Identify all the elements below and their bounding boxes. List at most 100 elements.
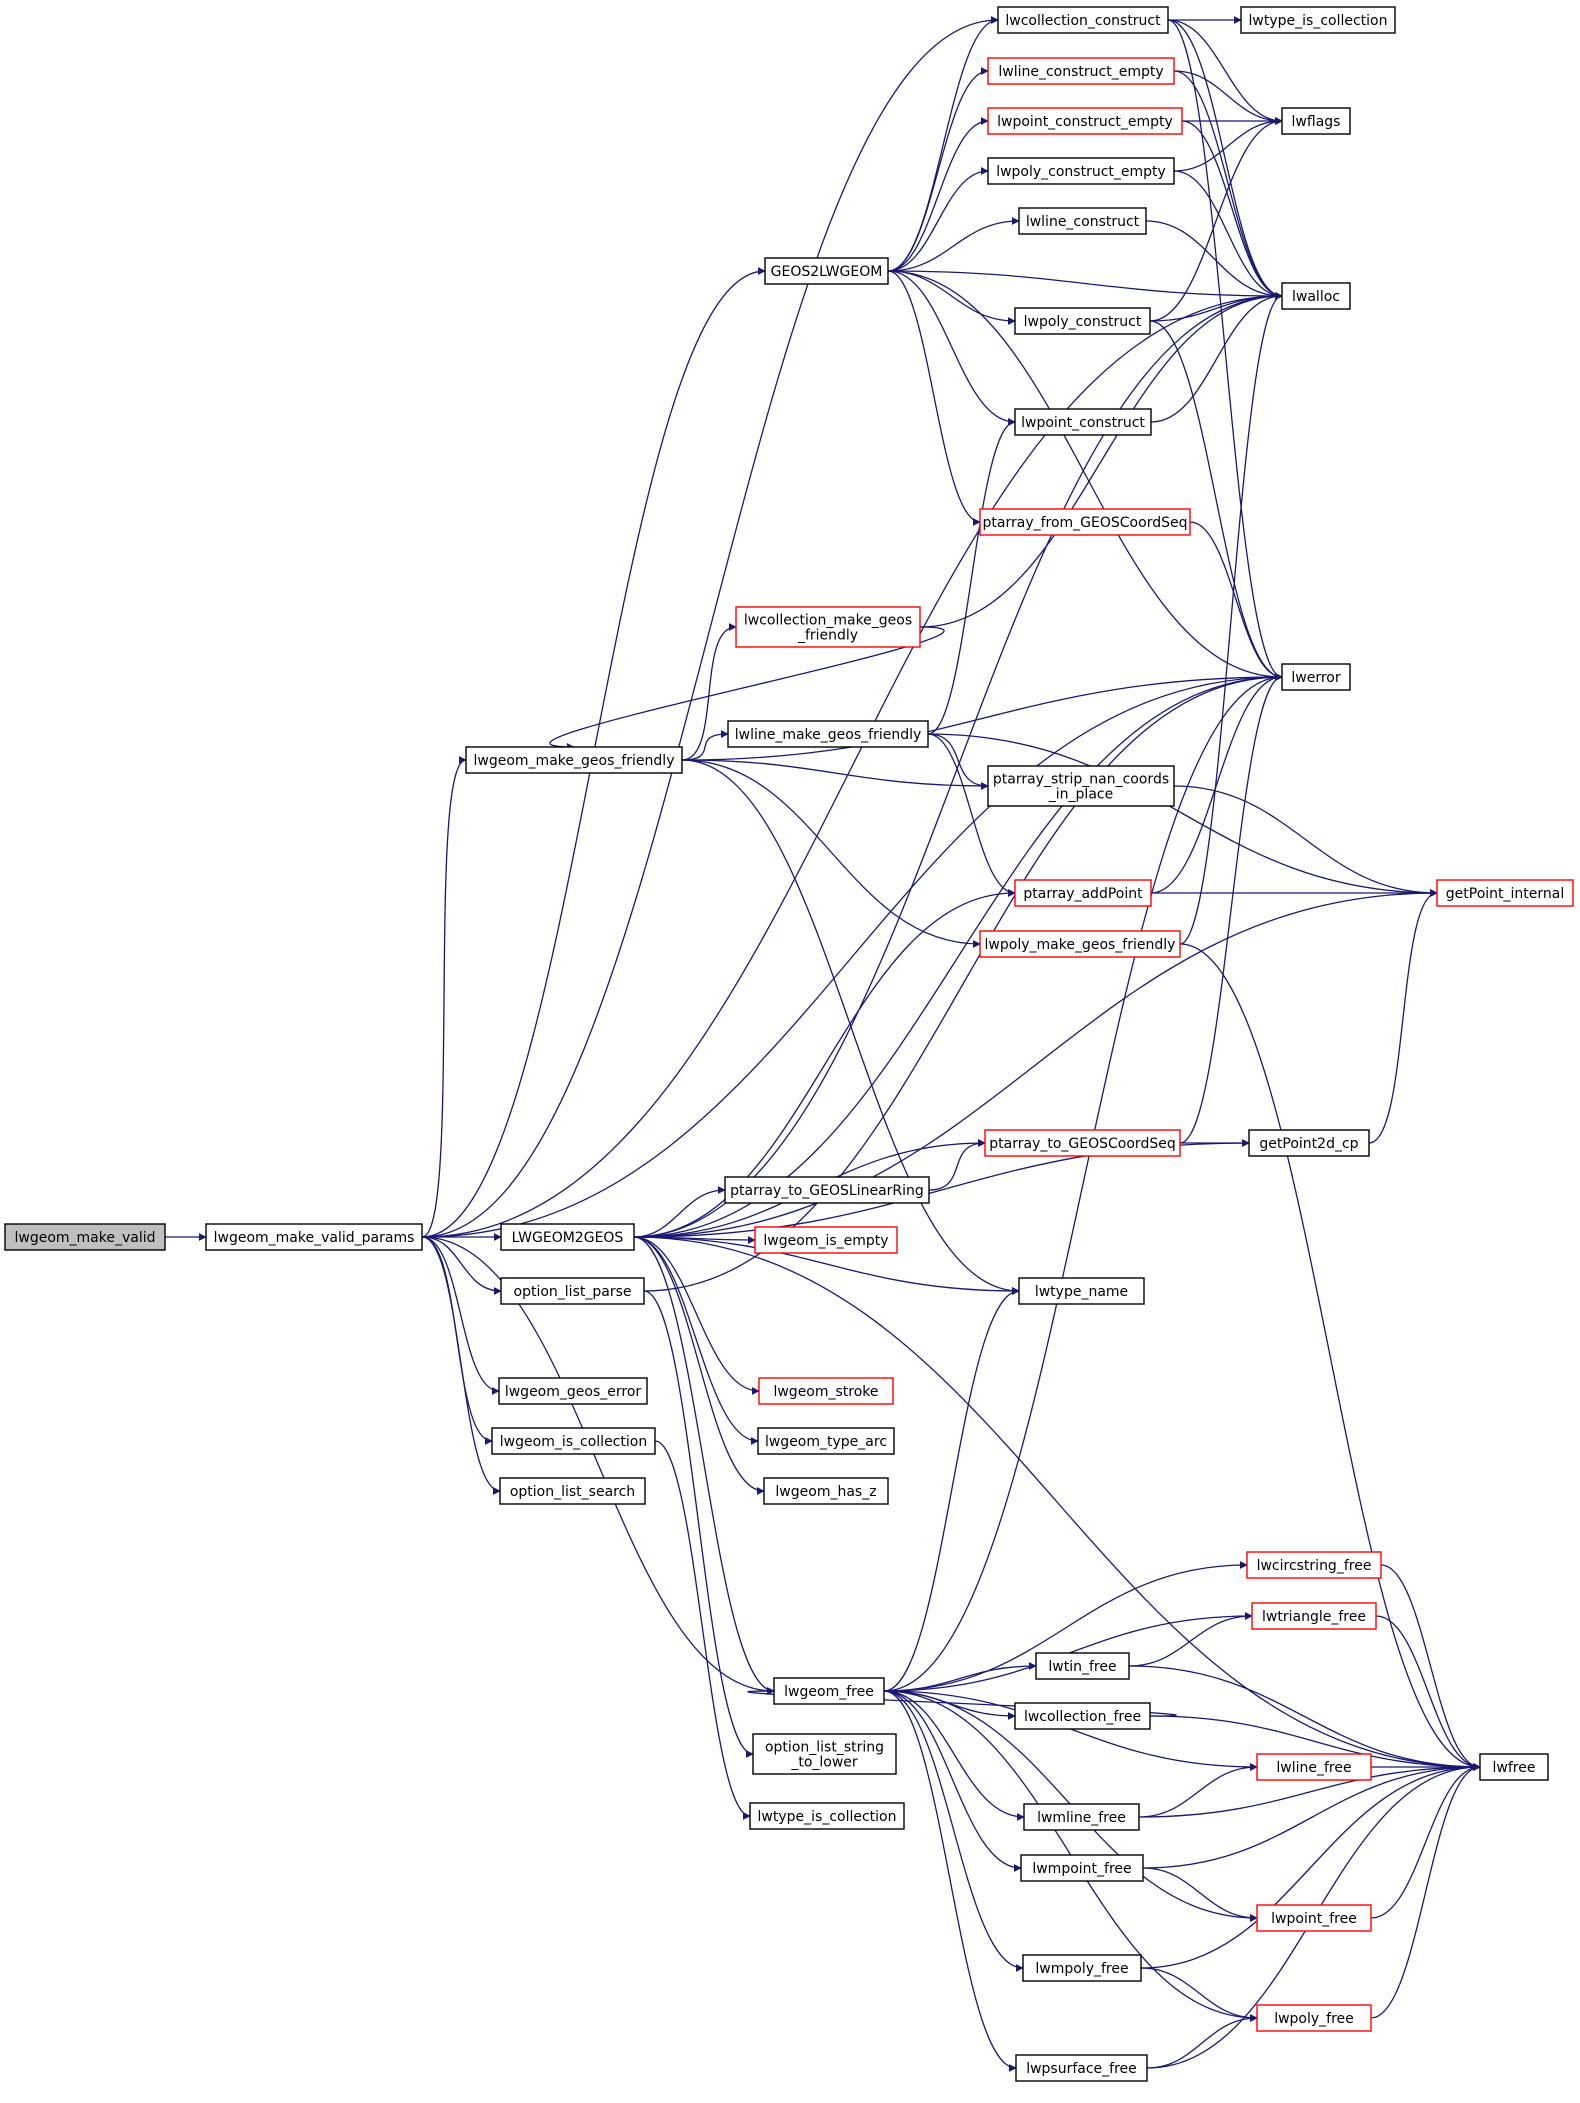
edge-lwgeom-free-to-lwtype-name — [883, 1287, 1020, 1692]
edge-lwpoly-construct-empty-to-lwflags — [1173, 117, 1283, 172]
edge-lwgeom2geos-to-lwgeom-has-z — [633, 1236, 765, 1495]
node-lwgeom-make-geos-friendly[interactable]: lwgeom_make_geos_friendly — [465, 746, 683, 774]
node-lwpoly-make-geos-friendly[interactable]: lwpoly_make_geos_friendly — [979, 930, 1181, 958]
edge-lwpsurface-free-to-lwpoly-free — [1146, 2014, 1258, 2069]
edge-lwcircstring-free-to-lwfree — [1380, 1564, 1481, 1771]
edge-lwmline-free-to-lwline-free — [1138, 1763, 1258, 1818]
edge-lwgeom-free-to-lwmline-free — [883, 1690, 1025, 1821]
node-label: lwgeom_has_z — [775, 1484, 876, 1500]
node-lwline-make-geos-friendly[interactable]: lwline_make_geos_friendly — [727, 720, 929, 748]
node-lwtype-is-collection-top[interactable]: lwtype_is_collection — [1240, 6, 1396, 34]
node-lwgeom-is-empty[interactable]: lwgeom_is_empty — [754, 1226, 898, 1254]
node-lwtype-name[interactable]: lwtype_name — [1018, 1277, 1145, 1305]
edge-lwpoint-construct-to-lwalloc — [1150, 292, 1283, 423]
node-option-list-string-to-lower[interactable]: option_list_string_to_lower — [752, 1733, 897, 1775]
node-lwpoly-construct[interactable]: lwpoly_construct — [1014, 307, 1151, 335]
function-nodes: lwgeom_make_valid lwgeom_make_valid_param… — [4, 6, 1574, 2082]
node-lwfree[interactable]: lwfree — [1479, 1753, 1549, 1781]
node-lwpsurface-free[interactable]: lwpsurface_free — [1015, 2054, 1148, 2082]
node-label: lwtype_name — [1035, 1284, 1128, 1300]
node-box — [1281, 663, 1351, 691]
node-getpoint2d-cp[interactable]: getPoint2d_cp — [1248, 1129, 1370, 1157]
node-label: lwtype_is_collection — [758, 1809, 897, 1825]
edge-lwpoint-free-to-lwfree — [1370, 1763, 1481, 1919]
edge-lwgeom-free-to-lwtin-free — [883, 1662, 1037, 1692]
node-box — [498, 1377, 648, 1405]
node-ptarray-from-geoscoordseq[interactable]: ptarray_from_GEOSCoordSeq — [979, 508, 1191, 536]
node-lwpoint-construct[interactable]: lwpoint_construct — [1014, 408, 1152, 436]
node-label: getPoint2d_cp — [1259, 1136, 1358, 1152]
node-lwgeom2geos[interactable]: LWGEOM2GEOS — [500, 1223, 635, 1251]
node-label: ptarray_to_GEOSCoordSeq — [989, 1136, 1175, 1152]
node-box — [1256, 2004, 1372, 2032]
node-label: lwtype_is_collection — [1249, 13, 1388, 29]
node-make-valid-params[interactable]: lwgeom_make_valid_params — [205, 1223, 423, 1251]
edge-make-valid-params-to-lwgeom-make-geos-friendly — [421, 756, 467, 1238]
node-ptarray-addpoint[interactable]: ptarray_addPoint — [1014, 879, 1152, 907]
node-option-list-parse[interactable]: option_list_parse — [500, 1277, 645, 1305]
node-lwmpoint-free[interactable]: lwmpoint_free — [1020, 1854, 1144, 1882]
node-lwcollection-make-geos-friendly[interactable]: lwcollection_make_geos_friendly — [735, 606, 921, 648]
node-ptarray-to-geoslinearring[interactable]: ptarray_to_GEOSLinearRing — [724, 1176, 930, 1204]
node-lwpoint-construct-empty[interactable]: lwpoint_construct_empty — [987, 107, 1183, 135]
edge-geos2lwgeom-to-lwpoly-construct-empty — [887, 167, 989, 272]
node-label: lwgeom_is_empty — [763, 1233, 888, 1249]
edge-lwline-make-geos-friendly-to-lwpoint-construct — [927, 418, 1016, 735]
node-option-list-search[interactable]: option_list_search — [499, 1477, 646, 1505]
node-box — [1251, 1602, 1377, 1630]
node-lwline-free[interactable]: lwline_free — [1256, 1753, 1372, 1781]
node-lwalloc[interactable]: lwalloc — [1281, 282, 1351, 310]
node-lwtriangle-free[interactable]: lwtriangle_free — [1251, 1602, 1377, 1630]
node-lwtin-free[interactable]: lwtin_free — [1035, 1652, 1130, 1680]
node-label: lwpsurface_free — [1026, 2061, 1137, 2077]
node-lwcollection-free[interactable]: lwcollection_free — [1014, 1702, 1151, 1730]
node-lwtype-is-collection-bottom[interactable]: lwtype_is_collection — [749, 1802, 905, 1830]
node-geos2lwgeom[interactable]: GEOS2LWGEOM — [764, 257, 889, 285]
node-lwmpoly-free[interactable]: lwmpoly_free — [1022, 1954, 1142, 1982]
node-lwgeom-is-collection[interactable]: lwgeom_is_collection — [491, 1427, 656, 1455]
node-ptarray-strip-nan-coords[interactable]: ptarray_strip_nan_coords_in_place — [987, 765, 1175, 807]
node-box — [764, 257, 889, 285]
node-label: ptarray_from_GEOSCoordSeq — [983, 515, 1188, 531]
node-lwline-construct-empty[interactable]: lwline_construct_empty — [987, 57, 1175, 85]
node-label: lwgeom_make_valid — [14, 1230, 155, 1246]
node-lwcollection-construct[interactable]: lwcollection_construct — [997, 6, 1169, 34]
edge-lwcollection-construct-to-lwerror — [1167, 19, 1283, 681]
node-box — [4, 1223, 166, 1251]
edge-lwline-make-geos-friendly-to-ptarray-strip-nan-coords — [927, 733, 989, 790]
edge-make-valid-params-to-lwcollection-construct — [421, 16, 999, 1238]
edge-lwpoly-make-geos-friendly-to-lwalloc — [1179, 292, 1283, 945]
node-make-valid[interactable]: lwgeom_make_valid — [4, 1223, 166, 1251]
node-lwerror[interactable]: lwerror — [1281, 663, 1351, 691]
node-lwpoly-free[interactable]: lwpoly_free — [1256, 2004, 1372, 2032]
edge-lwgeom-free-to-lwpsurface-free — [883, 1690, 1017, 2072]
node-label: option_list_search — [510, 1484, 635, 1500]
node-label: getPoint_internal — [1446, 886, 1564, 902]
edge-geos2lwgeom-to-lwline-construct-empty — [887, 67, 989, 272]
edge-lwgeom-free-to-lwmpoint-free — [883, 1690, 1022, 1872]
node-getpoint-internal[interactable]: getPoint_internal — [1436, 879, 1574, 907]
edge-ptarray-to-geoslinearring-to-ptarray-to-geoscoordseq — [928, 1139, 986, 1191]
node-label: ptarray_addPoint — [1023, 886, 1143, 902]
node-lwgeom-geos-error[interactable]: lwgeom_geos_error — [498, 1377, 648, 1405]
node-label: lwflags — [1292, 114, 1341, 130]
node-ptarray-to-geoscoordseq[interactable]: ptarray_to_GEOSCoordSeq — [984, 1129, 1181, 1157]
node-lwgeom-stroke[interactable]: lwgeom_stroke — [758, 1377, 894, 1405]
node-lwflags[interactable]: lwflags — [1281, 107, 1351, 135]
node-lwpoly-construct-empty[interactable]: lwpoly_construct_empty — [987, 157, 1175, 185]
edge-lwmpoint-free-to-lwpoint-free — [1142, 1867, 1258, 1922]
node-lwgeom-has-z[interactable]: lwgeom_has_z — [763, 1477, 889, 1505]
edge-lwgeom-make-geos-friendly-to-lwtype-name — [681, 759, 1020, 1295]
node-box — [491, 1427, 656, 1455]
node-lwpoint-free[interactable]: lwpoint_free — [1256, 1904, 1372, 1932]
edge-make-valid-params-to-option-list-search — [421, 1236, 501, 1495]
node-lwcircstring-free[interactable]: lwcircstring_free — [1246, 1551, 1382, 1579]
node-lwgeom-type-arc[interactable]: lwgeom_type_arc — [757, 1427, 895, 1455]
node-lwline-construct[interactable]: lwline_construct — [1018, 207, 1147, 235]
node-label: lwtriangle_free — [1262, 1609, 1366, 1625]
node-lwgeom-free[interactable]: lwgeom_free — [773, 1677, 885, 1705]
node-lwmline-free[interactable]: lwmline_free — [1023, 1803, 1140, 1831]
node-label: ptarray_strip_nan_coords — [993, 772, 1169, 788]
edge-lwgeom2geos-to-lwgeom-free — [633, 1236, 775, 1695]
edge-lwgeom-make-geos-friendly-to-lwpoly-make-geos-friendly — [681, 759, 981, 948]
